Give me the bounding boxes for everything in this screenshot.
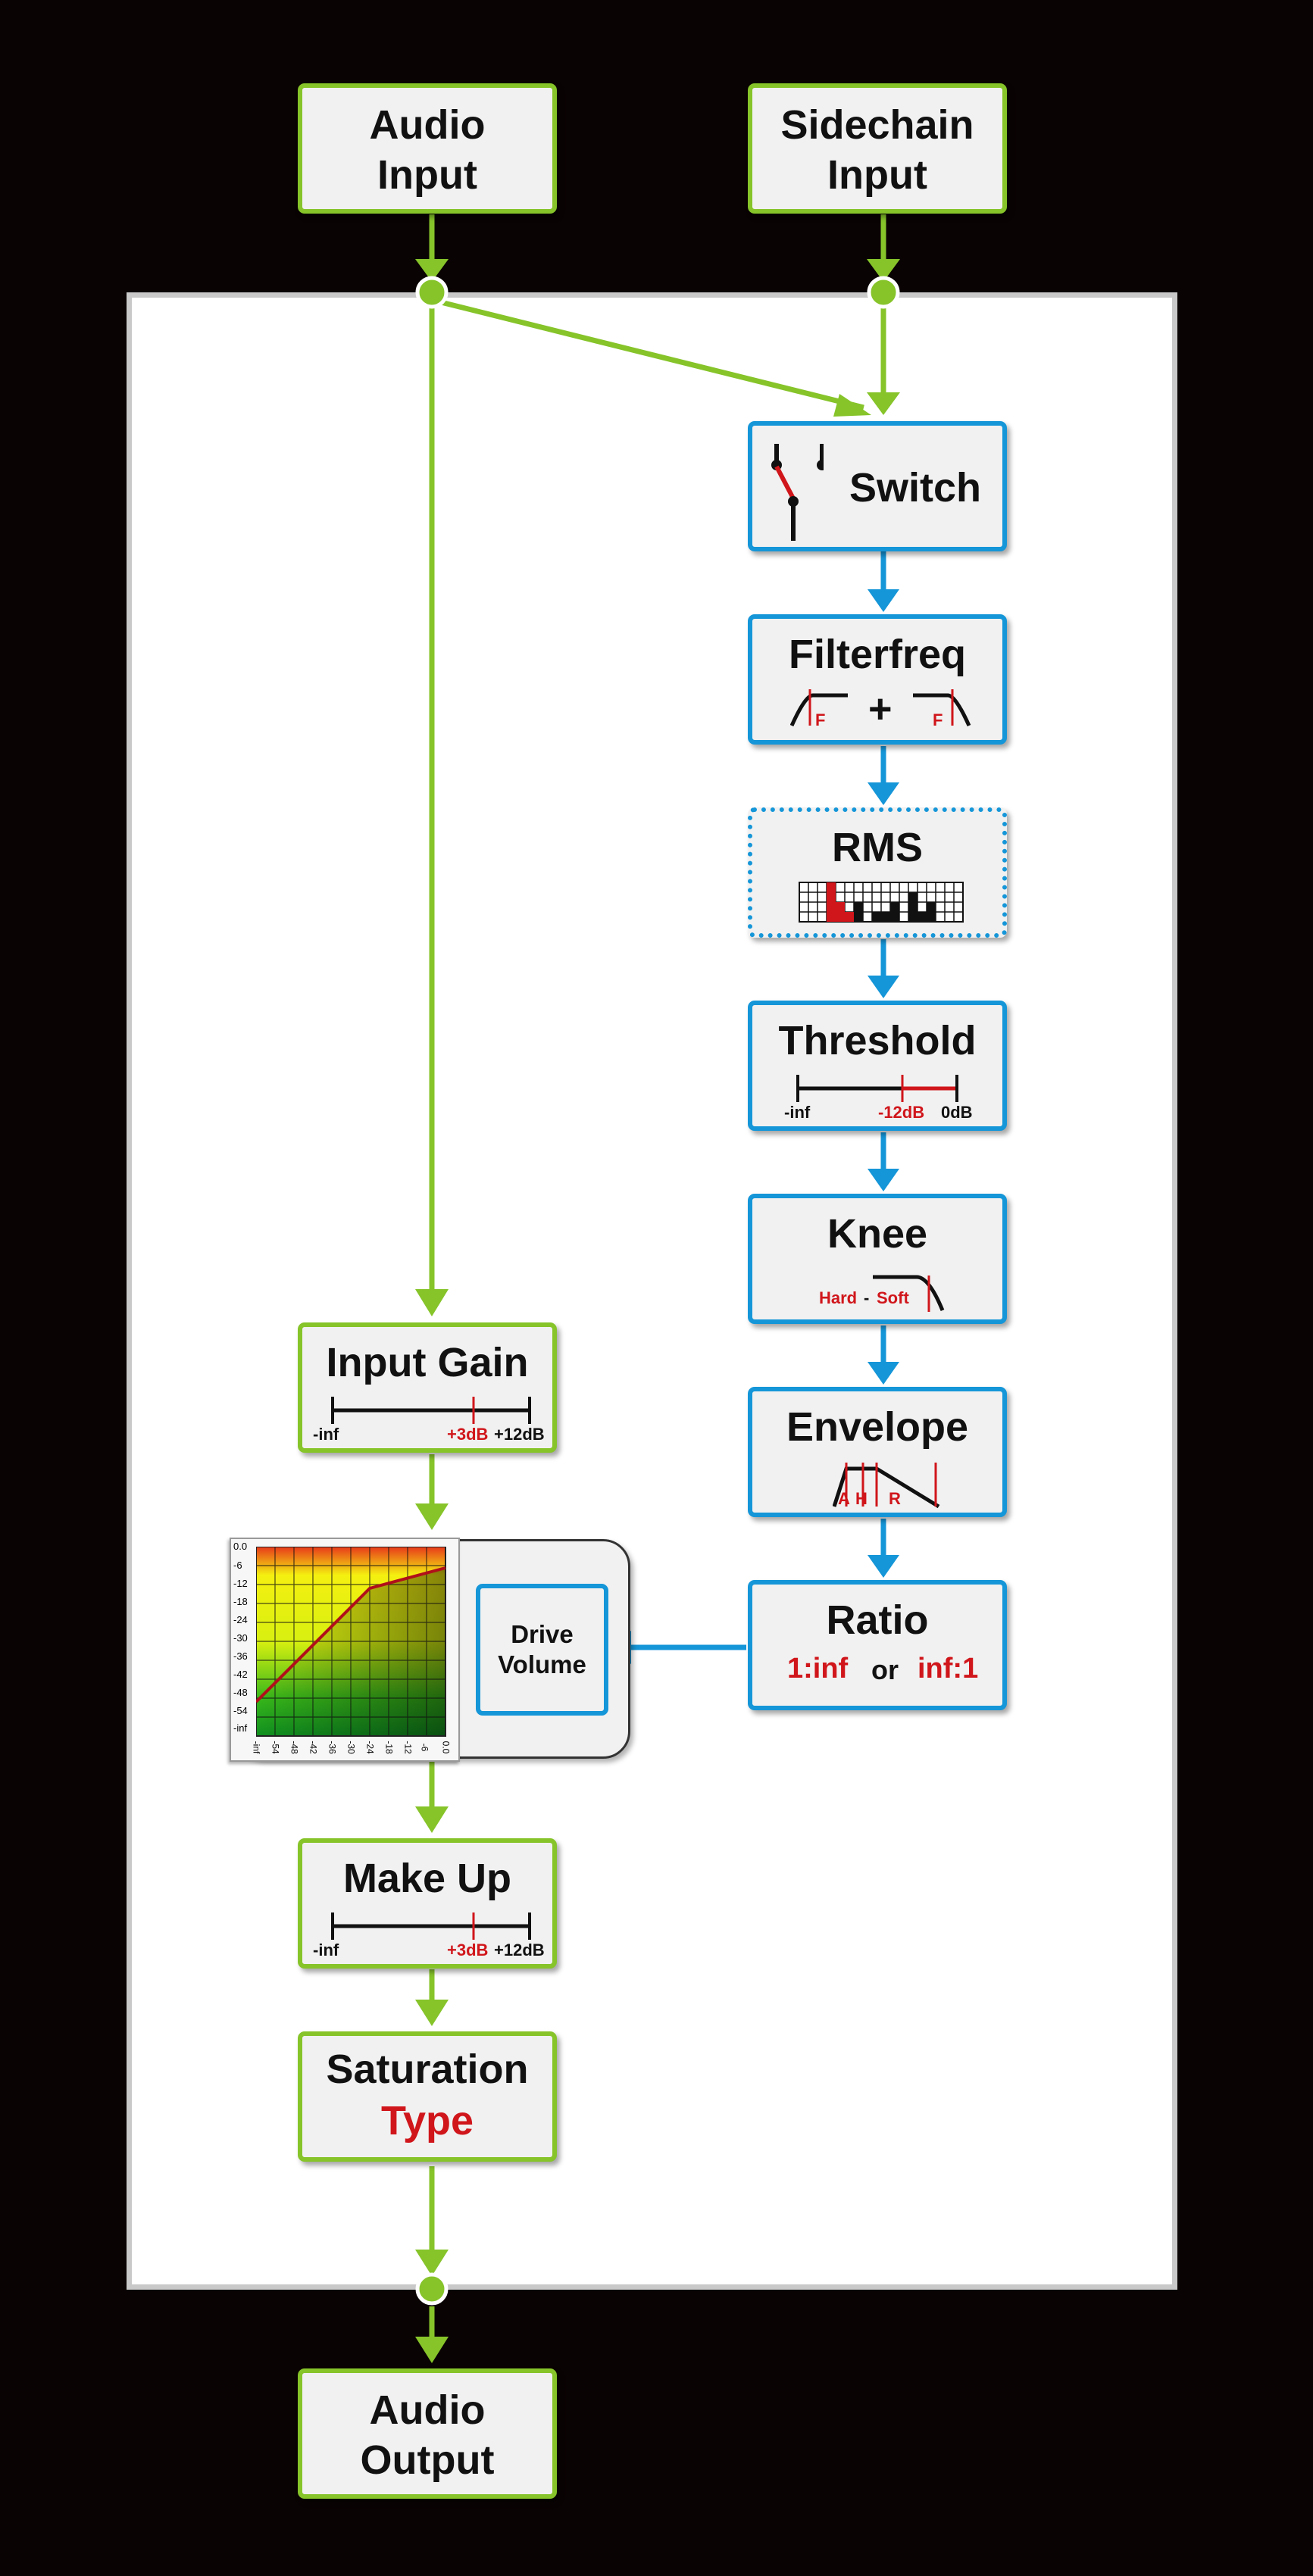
input-gain-node: Input Gain -inf +3dB +12dB (298, 1322, 557, 1453)
knee-soft-label: Soft (877, 1288, 909, 1307)
x-tick: -24 (364, 1741, 376, 1754)
envelope-shape-icon (833, 1463, 940, 1509)
x-tick: -12 (402, 1741, 414, 1754)
lowpass-icon (913, 689, 971, 727)
threshold-title: Threshold (778, 1018, 977, 1063)
rms-node: RMS (748, 807, 1007, 938)
make-up-node: Make Up -inf +3dB +12dB (298, 1838, 557, 1969)
make-up-value: +3dB (447, 1941, 489, 1959)
lowpass-freq-label: F (933, 710, 943, 729)
y-tick: -6 (233, 1560, 242, 1571)
x-tick: -42 (308, 1741, 319, 1754)
rms-meter-icon (799, 882, 964, 923)
drive-volume-line2: Volume (498, 1650, 586, 1678)
y-tick: -18 (233, 1596, 248, 1607)
rms-title: RMS (832, 825, 923, 870)
x-tick: -54 (270, 1741, 281, 1754)
switch-title: Switch (849, 465, 982, 511)
ratio-option-2: inf:1 (918, 1653, 979, 1685)
filter-plus: + (868, 686, 893, 732)
knee-hard-label: Hard (819, 1288, 858, 1307)
x-tick: -inf (251, 1741, 262, 1754)
highpass-icon (790, 689, 848, 727)
envelope-hold: H (855, 1489, 868, 1508)
ratio-option-1: 1:inf (787, 1653, 849, 1685)
filterfreq-node: Filterfreq F + F (748, 614, 1007, 745)
x-axis-ticks: -inf -54 -48 -42 -36 -30 -24 -18 -12 -6 … (250, 1741, 455, 1759)
make-up-min: -inf (313, 1941, 339, 1959)
saturation-node: Saturation Type (298, 2031, 557, 2162)
drive-volume-line1: Drive (511, 1620, 574, 1648)
x-tick: 0.0 (440, 1741, 452, 1754)
y-tick: -inf (233, 1722, 248, 1734)
knee-curve-icon (873, 1275, 945, 1312)
ratio-title: Ratio (826, 1597, 929, 1643)
x-tick: -18 (383, 1741, 395, 1754)
y-tick: -12 (233, 1578, 248, 1589)
knee-node: Knee Hard - Soft (748, 1194, 1007, 1324)
audio-output-node: Audio Output (298, 2368, 557, 2499)
highpass-freq-label: F (815, 710, 826, 729)
transfer-curve-graph (256, 1547, 446, 1737)
envelope-title: Envelope (786, 1404, 969, 1450)
threshold-value: -12dB (878, 1103, 925, 1122)
y-tick: -24 (233, 1614, 248, 1625)
audio-input-node: Audio Input (298, 83, 557, 214)
knee-title: Knee (827, 1211, 928, 1257)
input-gain-min: -inf (313, 1425, 339, 1444)
y-tick: -54 (233, 1705, 248, 1716)
input-gain-scale (331, 1397, 531, 1424)
envelope-release: R (889, 1489, 901, 1508)
sidechain-input-node: Sidechain Input (748, 83, 1007, 214)
x-tick: -30 (345, 1741, 357, 1754)
threshold-scale (796, 1075, 958, 1102)
y-axis-ticks: 0.0 -6 -12 -18 -24 -30 -36 -42 -48 -54 -… (233, 1541, 255, 1739)
envelope-node: Envelope A H R (748, 1387, 1007, 1517)
filterfreq-title: Filterfreq (788, 632, 967, 677)
threshold-node: Threshold -inf -12dB 0dB (748, 1001, 1007, 1131)
audio-output-line1: Audio (369, 2387, 486, 2433)
x-tick: -36 (327, 1741, 338, 1754)
envelope-attack: A (838, 1489, 850, 1508)
input-gain-title: Input Gain (326, 1340, 529, 1385)
ratio-node: Ratio 1:inf or inf:1 (748, 1580, 1007, 1710)
junction-output (415, 2272, 449, 2306)
y-tick: 0.0 (233, 1541, 248, 1552)
junction-sidechain (867, 276, 900, 309)
junction-audio (415, 276, 449, 309)
input-gain-max: +12dB (494, 1425, 545, 1444)
make-up-max: +12dB (494, 1941, 545, 1959)
x-tick: -48 (289, 1741, 300, 1754)
saturation-title: Saturation (326, 2047, 529, 2092)
ratio-or: or (871, 1654, 899, 1685)
threshold-min: -inf (784, 1103, 811, 1122)
y-tick: -30 (233, 1632, 248, 1644)
y-tick: -42 (233, 1669, 248, 1680)
sidechain-input-line2: Input (827, 152, 927, 198)
make-up-title: Make Up (342, 1856, 512, 1901)
drive-volume-node: Drive Volume (476, 1584, 608, 1716)
input-gain-value: +3dB (447, 1425, 489, 1444)
threshold-max: 0dB (941, 1103, 973, 1122)
x-tick: -6 (419, 1743, 430, 1752)
switch-node: Switch (748, 421, 1007, 551)
audio-output-line2: Output (360, 2437, 495, 2483)
knee-separator: - (864, 1288, 870, 1307)
audio-input-line1: Audio (369, 102, 486, 148)
switch-icon (771, 444, 824, 541)
saturation-type: Type (380, 2098, 474, 2144)
make-up-scale (331, 1912, 531, 1940)
sidechain-input-line1: Sidechain (780, 102, 974, 148)
y-tick: -36 (233, 1650, 248, 1662)
audio-input-line2: Input (377, 152, 477, 198)
y-tick: -48 (233, 1687, 248, 1698)
